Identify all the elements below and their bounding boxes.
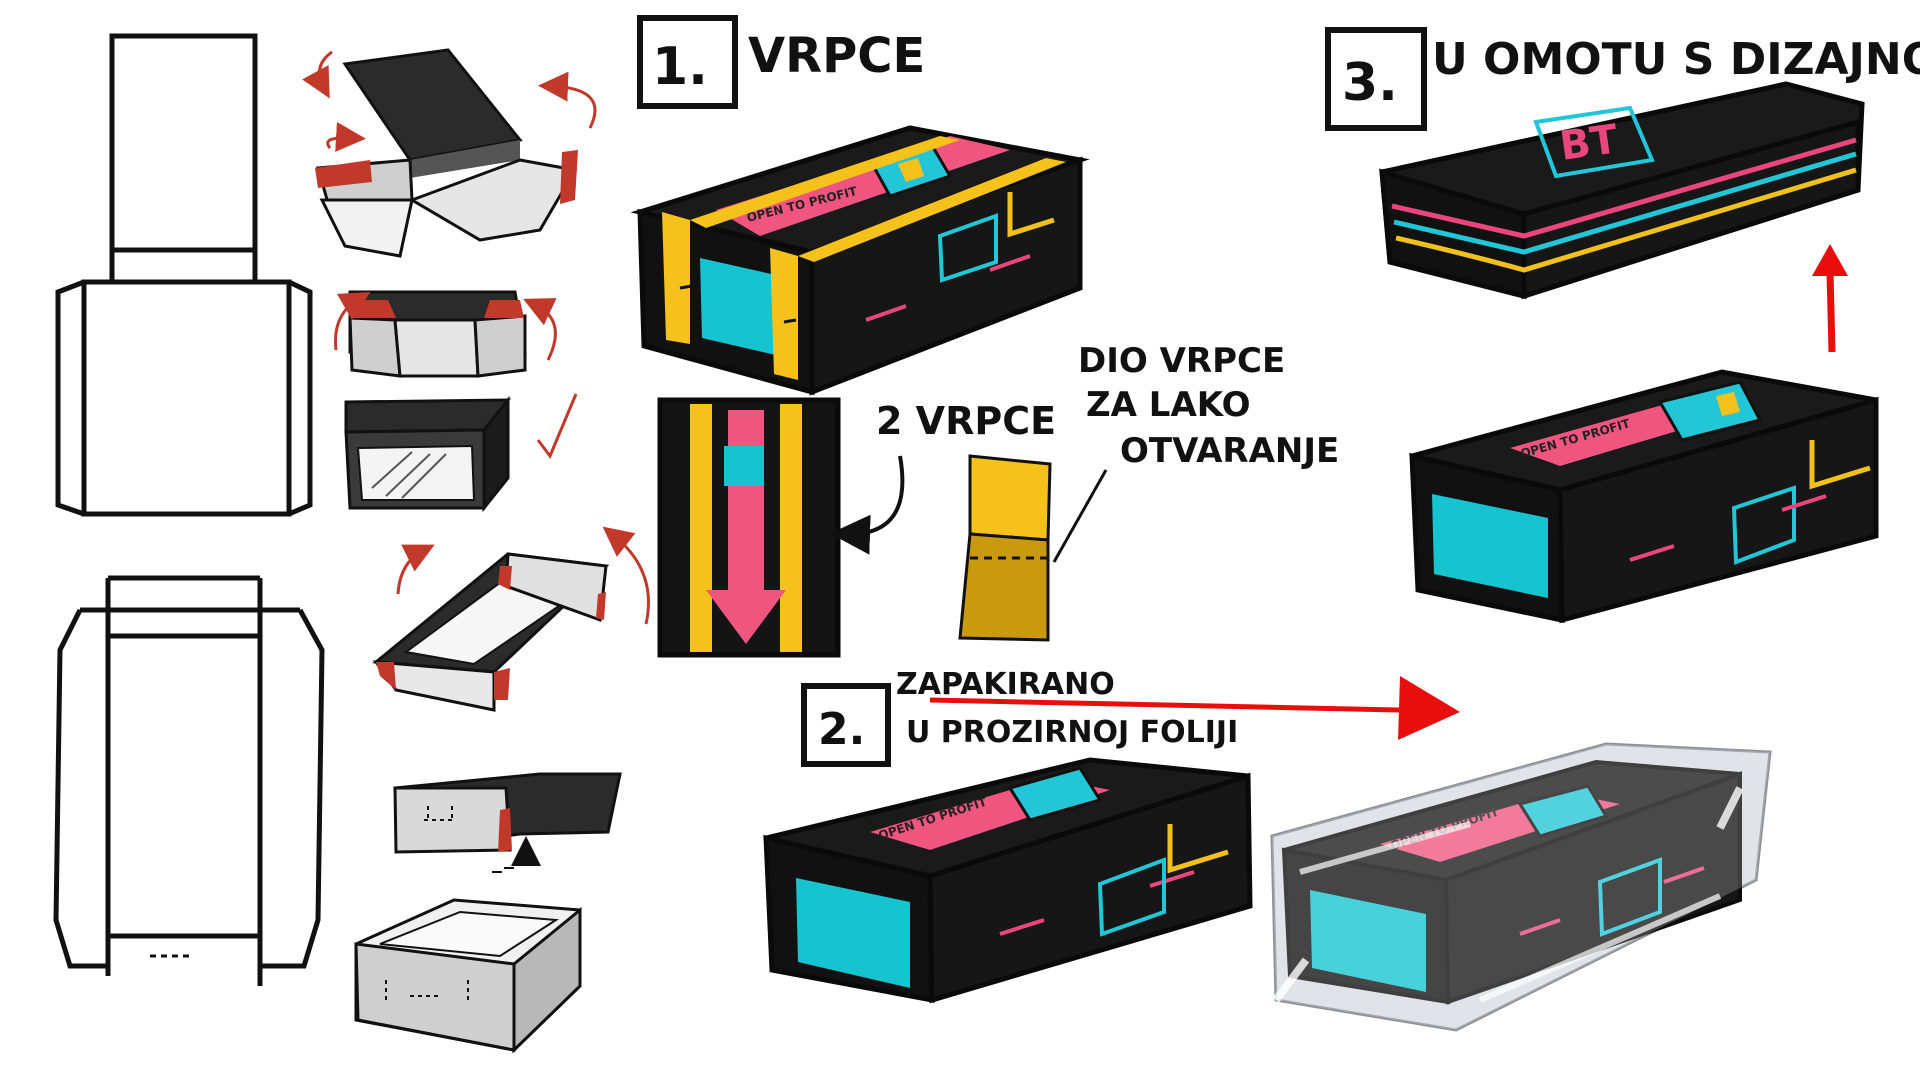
step-2-label-line1: ZAPAKIRANO — [896, 667, 1115, 702]
step-1-number-frame — [637, 15, 738, 109]
step-1-header: 1. VRPCE — [637, 15, 925, 109]
step-2-number: 2. — [818, 704, 865, 755]
fold-step-sides-up — [334, 290, 557, 378]
step-2-number-frame — [801, 683, 891, 767]
step-3-label: U OMOTU S DIZAJNOM — [1432, 34, 1920, 85]
box-without-straps: OPEN TO PROFIT — [763, 757, 1253, 1004]
two-straps-annotation: 2 VRPCE — [830, 399, 1056, 555]
box-in-foil: OPEN TO PROFIT — [1270, 742, 1772, 1032]
step-3-number: 3. — [1342, 53, 1398, 113]
strap-part-label-line2: ZA LAKO — [1086, 385, 1251, 425]
fold-step-base-open — [372, 526, 650, 712]
step-3-header: 3. U OMOTU S DIZAJNOM — [1325, 27, 1920, 131]
step-1-number: 1. — [652, 37, 708, 97]
box-with-straps: OPEN TO PROFIT — [630, 125, 1090, 396]
step-2-label-line2: U PROZIRNOJ FOLIJI — [906, 715, 1238, 750]
dieline-lid — [55, 33, 313, 517]
fold-step-lid-finished — [344, 393, 578, 513]
strap-part-label-line3: OTVARANJE — [1120, 431, 1339, 471]
step-3-number-frame — [1325, 27, 1427, 131]
step-1-label: VRPCE — [748, 28, 925, 84]
strap-part-label-line1: DIO VRPCE — [1078, 341, 1285, 381]
logo-mark: BT — [1557, 116, 1621, 170]
strap-detail: DIO VRPCE ZA LAKO OTVARANJE — [958, 341, 1339, 642]
fold-step-lid-open — [302, 48, 597, 258]
up-arrow — [1812, 244, 1848, 353]
box-in-design-wrap: BT — [1379, 81, 1865, 300]
fold-step-box-assembly — [354, 772, 622, 1054]
process-arrow — [929, 676, 1460, 740]
two-straps-label: 2 VRPCE — [876, 399, 1056, 443]
box-unwrapped-final: OPEN TO PROFIT — [1409, 369, 1879, 624]
step-2-header: 2. ZAPAKIRANO U PROZIRNOJ FOLIJI — [801, 667, 1238, 767]
dieline-base — [53, 575, 325, 986]
strap-layout-top-view — [657, 397, 841, 658]
